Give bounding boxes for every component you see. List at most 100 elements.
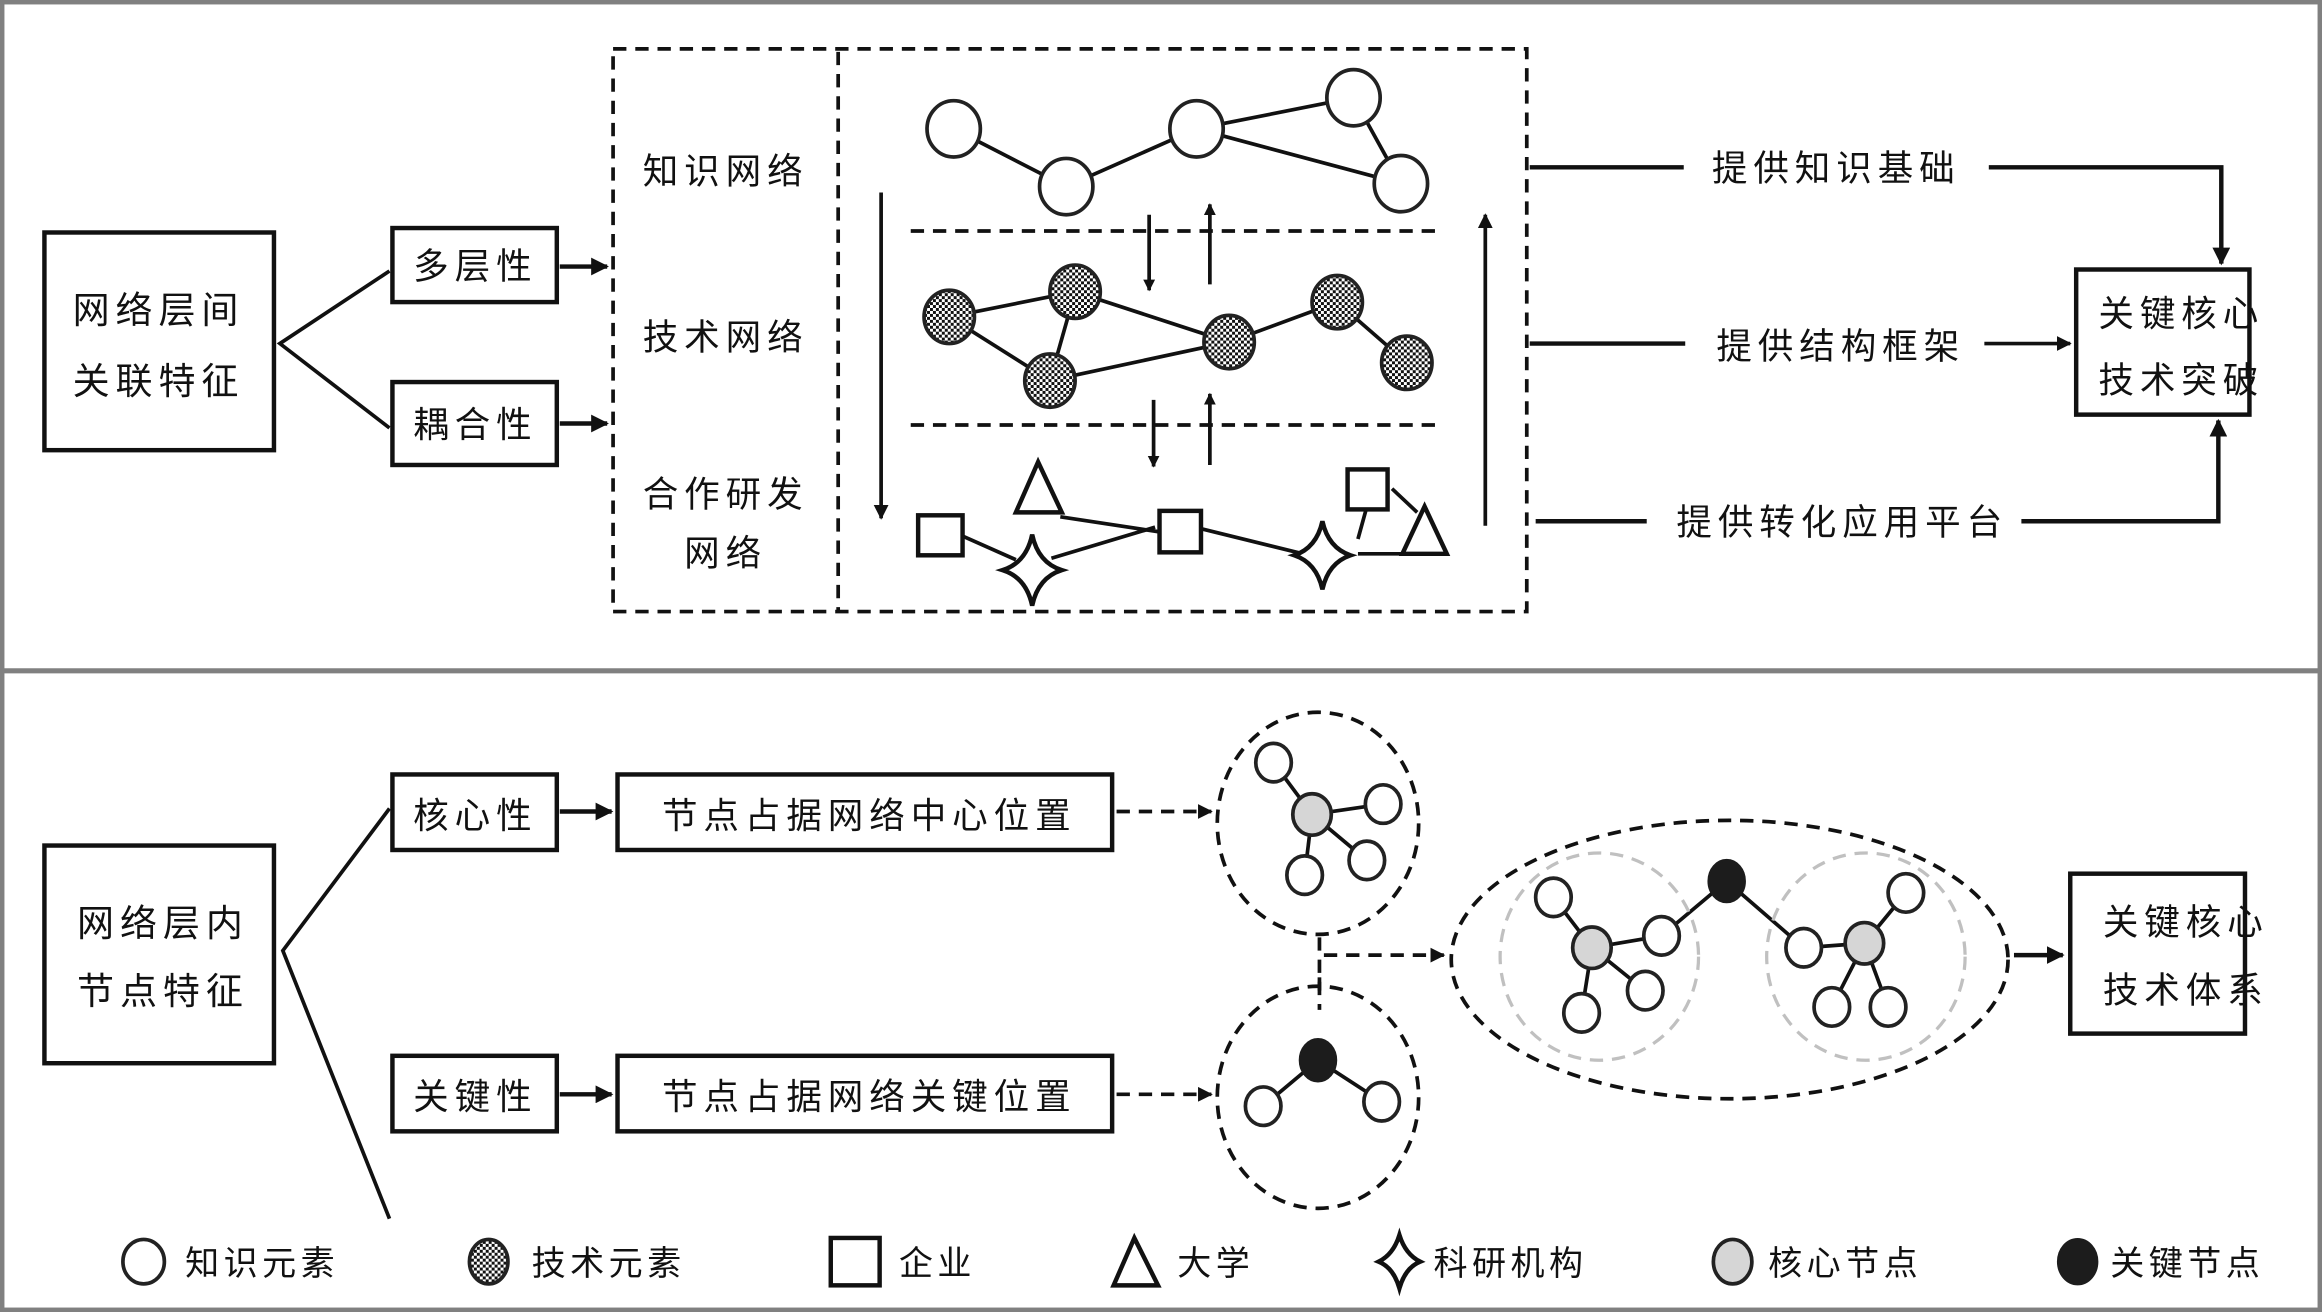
central-position-label: 节点占据网络中心位置 <box>662 796 1077 837</box>
platform-output-label: 提供转化应用平台 <box>1676 503 2008 544</box>
network-edge <box>1196 127 1402 186</box>
inter-layer-feature-line2: 关联特征 <box>73 360 245 403</box>
network-edge <box>1050 525 1156 561</box>
legend-item-enterprise: 企业 <box>828 1235 976 1288</box>
platform-output-line-right <box>2021 418 2228 524</box>
legend-item-knowledge-element: 知识元素 <box>121 1237 339 1286</box>
key-node <box>1707 858 1746 904</box>
legend-label: 企业 <box>899 1244 976 1284</box>
research-institute-node <box>995 534 1070 607</box>
enterprise-node <box>1345 467 1390 512</box>
multilayer-box <box>390 225 560 305</box>
knowledge-node <box>1886 871 1926 915</box>
knowledge-node <box>1285 854 1325 897</box>
coupling-label: 耦合性 <box>413 405 537 446</box>
knowledge-output-line-right <box>1988 165 2231 266</box>
knowledge-node <box>1812 985 1852 1029</box>
legend-label: 关键节点 <box>2110 1244 2264 1284</box>
network-edge <box>1060 514 1159 534</box>
legend-label: 知识元素 <box>185 1244 339 1284</box>
university-node <box>1398 501 1451 557</box>
key-node-icon <box>2056 1237 2099 1286</box>
tech-breakthrough-box <box>2073 267 2252 417</box>
intra-layer-feature-line2: 节点特征 <box>77 970 249 1013</box>
technology-element-icon <box>467 1237 510 1286</box>
knowledge-node <box>1533 876 1574 919</box>
knowledge-network <box>925 67 1430 217</box>
legend-label: 技术元素 <box>532 1244 686 1284</box>
key-position-box <box>615 1053 1115 1134</box>
left-core-cluster-outline <box>1498 851 1701 1062</box>
knowledge-node <box>1037 156 1095 217</box>
knowledge-node <box>1362 1080 1402 1123</box>
enterprise-icon <box>828 1235 882 1288</box>
knowledge-node <box>1561 991 1602 1034</box>
technology-node <box>1379 334 1434 392</box>
tech-system-line2: 技术体系 <box>2103 971 2269 1012</box>
combined-network-outline <box>1449 818 2010 1101</box>
legend-label: 大学 <box>1177 1244 1254 1284</box>
centrality-box <box>390 772 560 853</box>
key-node <box>1298 1038 1338 1083</box>
knowledge-node <box>925 98 983 159</box>
layer-label-knowledge: 知识网络 <box>643 152 809 193</box>
enterprise-node <box>915 513 965 558</box>
network-edge <box>961 534 1017 562</box>
layer-label-collab-line2: 网络 <box>684 534 767 575</box>
collaboration-network <box>915 456 1451 607</box>
centrality-label: 核心性 <box>413 796 537 837</box>
tech-system-box <box>2068 871 2248 1036</box>
tech-breakthrough-line1: 关键核心 <box>2098 294 2264 335</box>
network-edge <box>1390 487 1419 514</box>
layer-label-technology: 技术网络 <box>643 317 809 358</box>
legend-item-key-node: 关键节点 <box>2056 1237 2264 1286</box>
legend-label: 核心节点 <box>1768 1244 1922 1284</box>
core-node-icon <box>1711 1237 1754 1286</box>
technology-node <box>1202 313 1257 371</box>
university-icon <box>1110 1232 1162 1288</box>
core-node <box>1290 791 1334 838</box>
legend-item-university: 大学 <box>1110 1232 1254 1288</box>
knowledge-node <box>1363 782 1403 826</box>
knowledge-node <box>1641 914 1682 957</box>
structure-output-label: 提供结构框架 <box>1716 326 1965 367</box>
knowledge-node <box>1347 839 1387 882</box>
technology-network <box>922 263 1434 410</box>
central-position-box <box>615 772 1115 853</box>
bottom-panel: 网络层内 节点特征 核心性 关键性 节点占据网络中心位置 节点占据网络关键位置 … <box>42 710 2269 1220</box>
criticality-label: 关键性 <box>413 1077 537 1118</box>
core-node <box>1570 925 1614 971</box>
bottom-network-nodes <box>1243 741 1926 1128</box>
research-institute-icon <box>1373 1227 1426 1297</box>
branch-connector-bottom <box>280 807 392 1220</box>
university-node <box>1012 456 1066 515</box>
knowledge-node <box>1168 98 1226 159</box>
knowledge-node <box>1625 969 1665 1012</box>
enterprise-node <box>1157 508 1204 555</box>
multilayer-label: 多层性 <box>413 246 537 287</box>
core-node-cluster <box>1215 710 1421 937</box>
intra-layer-feature-line1: 网络层内 <box>77 902 249 945</box>
inter-layer-feature-line1: 网络层间 <box>73 289 245 332</box>
legend-item-research-institute: 科研机构 <box>1373 1227 1587 1297</box>
technology-node <box>1022 352 1077 410</box>
criticality-box <box>390 1053 560 1134</box>
coupling-box <box>390 379 560 468</box>
knowledge-output-label: 提供知识基础 <box>1712 149 1961 190</box>
knowledge-node <box>1325 67 1383 128</box>
core-node <box>1843 920 1886 966</box>
key-position-label: 节点占据网络关键位置 <box>662 1077 1077 1118</box>
right-core-cluster-outline <box>1765 851 1967 1062</box>
technology-node <box>922 288 977 346</box>
research-institute-node <box>1287 520 1358 590</box>
knowledge-node <box>1372 153 1430 214</box>
layer-label-collab-line1: 合作研发 <box>643 474 809 515</box>
inter-layer-feature-box <box>42 230 277 453</box>
knowledge-node <box>1784 926 1824 969</box>
tech-breakthrough-line2: 技术突破 <box>2098 360 2264 401</box>
network-edge <box>1049 340 1230 383</box>
network-edge <box>1200 526 1310 558</box>
legend-label: 科研机构 <box>1433 1244 1587 1284</box>
